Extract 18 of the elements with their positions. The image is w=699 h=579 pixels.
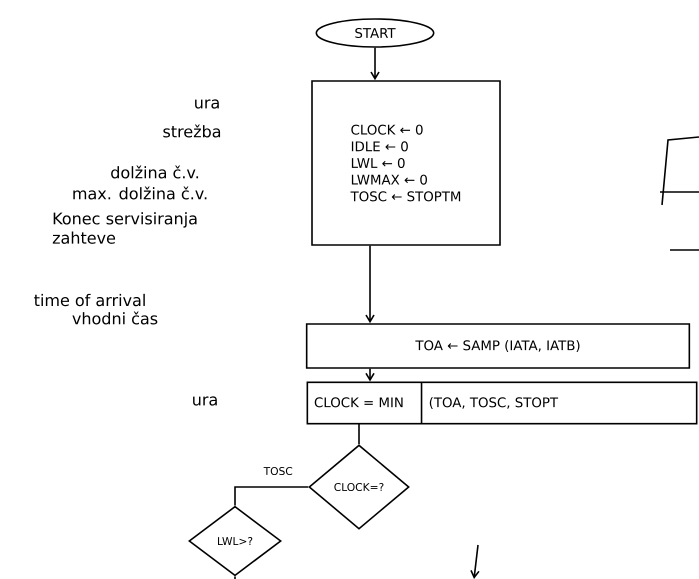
process-box: TOA ← SAMP (IATA, IATB) [306, 323, 690, 369]
edge-label: TOSC [264, 466, 292, 476]
connector-line [358, 424, 360, 444]
arrow [365, 368, 375, 382]
side-note: ura [195, 99, 219, 109]
connector-line [234, 576, 236, 579]
side-note: ura [193, 396, 217, 406]
side-note: max. dolžina č.v. [73, 186, 206, 200]
arrow [365, 246, 375, 324]
arrow [370, 48, 380, 80]
side-note: time of arrival [34, 294, 145, 306]
connector-line [234, 486, 308, 506]
side-note: dolžina č.v. [111, 166, 198, 179]
side-note: strežba [163, 124, 220, 138]
process-box: CLOCK ← 0 IDLE ← 0 LWL ← 0 LWMAX ← 0 TOSC ← STOPTM [311, 80, 501, 246]
side-note: vhodni čas [72, 312, 158, 325]
process-box: CLOCK = MIN (TOA, TOSC, STOPT [306, 382, 698, 424]
side-note: Konec servisiranja zahteve [52, 212, 196, 244]
